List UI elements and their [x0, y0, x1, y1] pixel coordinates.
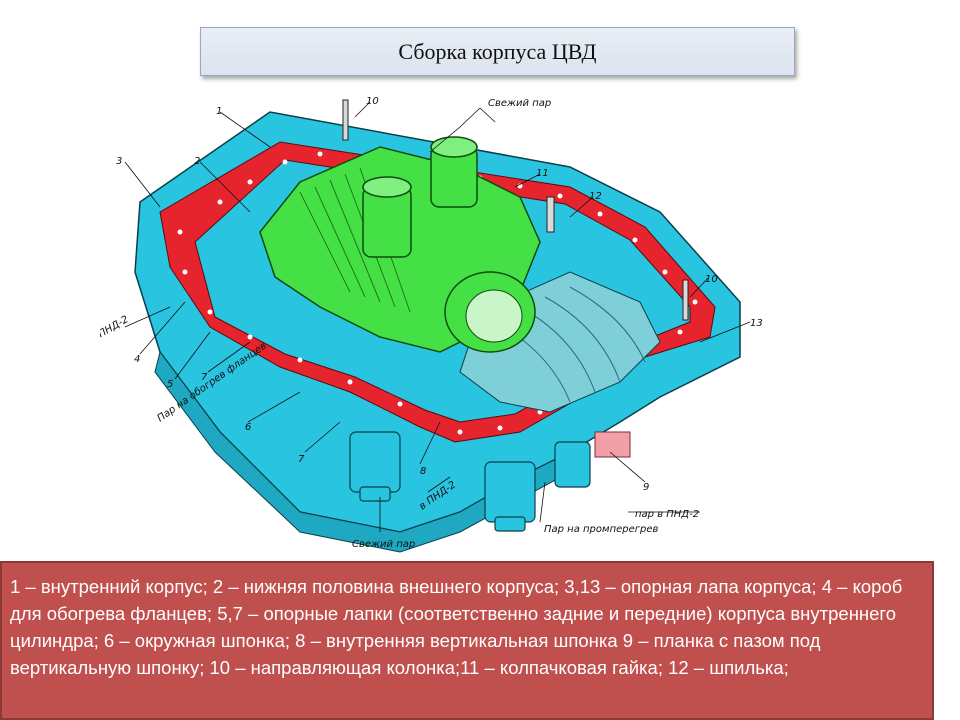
hp-casing-diagram: 1 2 3 4 5 6 7 7 8 9 10 10 11 12 13 Свежи… [89, 92, 770, 560]
callout-9: 9 [643, 482, 649, 493]
callout-10b: 10 [705, 274, 718, 285]
label-steam-to-reheat: Пар на промперегрев [544, 524, 659, 535]
label-fresh-steam-bottom: Свежий пар [352, 539, 415, 550]
callout-11: 11 [536, 168, 549, 179]
callout-3: 3 [116, 156, 122, 167]
callout-2: 2 [194, 156, 200, 167]
label-to-lpc-left: в ПНД-2 [100, 314, 130, 344]
callout-12: 12 [589, 191, 602, 202]
guide-columns [342, 99, 689, 321]
callout-1: 1 [216, 106, 222, 117]
callout-8: 8 [420, 466, 426, 477]
callout-4: 4 [134, 354, 140, 365]
label-steam-to-lpc: пар в ПНД-2 [635, 509, 699, 520]
callout-7b: 7 [298, 454, 305, 465]
callout-6: 6 [245, 422, 251, 433]
leader-lines [124, 101, 751, 532]
title-box: Сборка корпуса ЦВД [200, 27, 795, 76]
key-plate [594, 431, 631, 458]
steam-port-bore [465, 289, 523, 343]
caption-text: 1 – внутренний корпус; 2 – нижняя полови… [10, 576, 903, 678]
label-fresh-steam-top: Свежий пар [488, 98, 551, 109]
callout-7a: 7 [201, 372, 208, 383]
callout-5: 5 [167, 379, 173, 390]
caption-box: 1 – внутренний корпус; 2 – нижняя полови… [0, 561, 934, 720]
callout-numbers: 1 2 3 4 5 6 7 7 8 9 10 10 11 12 13 [116, 96, 763, 493]
callout-13: 13 [750, 318, 763, 329]
page-title: Сборка корпуса ЦВД [398, 38, 597, 64]
bottom-nozzles [349, 431, 591, 532]
callout-10a: 10 [366, 96, 379, 107]
